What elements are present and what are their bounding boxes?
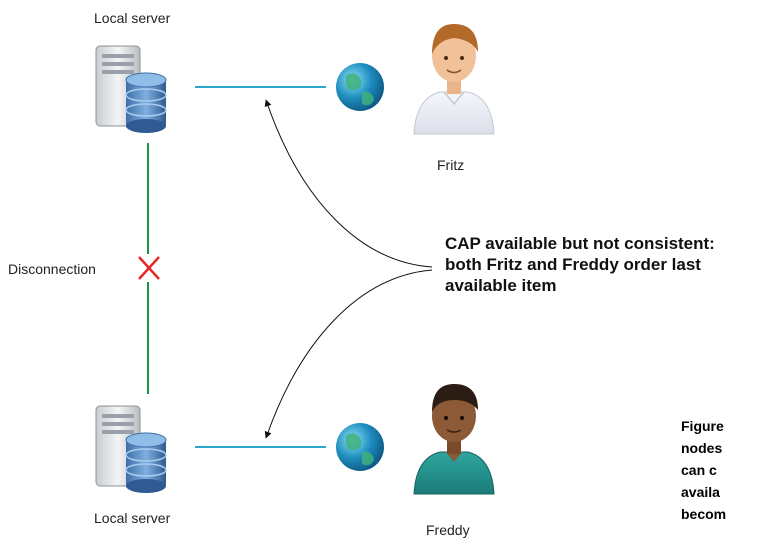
callout-text: CAP available but not consistent: both F… bbox=[445, 233, 755, 296]
user-freddy-label: Freddy bbox=[426, 522, 470, 538]
disconnection-label: Disconnection bbox=[8, 261, 96, 277]
caption-line-3: can c bbox=[681, 462, 717, 478]
caption-line-2: nodes bbox=[681, 440, 723, 456]
server-database-icon bbox=[95, 405, 167, 493]
callout-arrow-to-bottom bbox=[264, 269, 433, 439]
globe-icon bbox=[336, 423, 384, 471]
callout-line-1: CAP available but not consistent: bbox=[445, 234, 715, 253]
caption-line-1: Figure bbox=[681, 418, 724, 434]
caption-line-5: becom bbox=[681, 506, 727, 522]
person-dark-skin-icon bbox=[413, 384, 495, 495]
server-database-icon bbox=[95, 45, 167, 133]
person-light-skin-icon bbox=[413, 24, 495, 135]
red-x-icon bbox=[138, 256, 160, 280]
figure-caption-fragment: Figure nodes can c availa becom bbox=[681, 415, 726, 525]
bottom-server-label: Local server bbox=[94, 510, 171, 526]
callout-arrow-to-top bbox=[264, 99, 433, 268]
callout-line-3: available item bbox=[445, 276, 557, 295]
caption-line-4: availa bbox=[681, 484, 720, 500]
callout-line-2: both Fritz and Freddy order last bbox=[445, 255, 701, 274]
globe-icon bbox=[336, 63, 384, 111]
top-server-label: Local server bbox=[94, 10, 171, 26]
user-fritz-label: Fritz bbox=[437, 157, 465, 173]
